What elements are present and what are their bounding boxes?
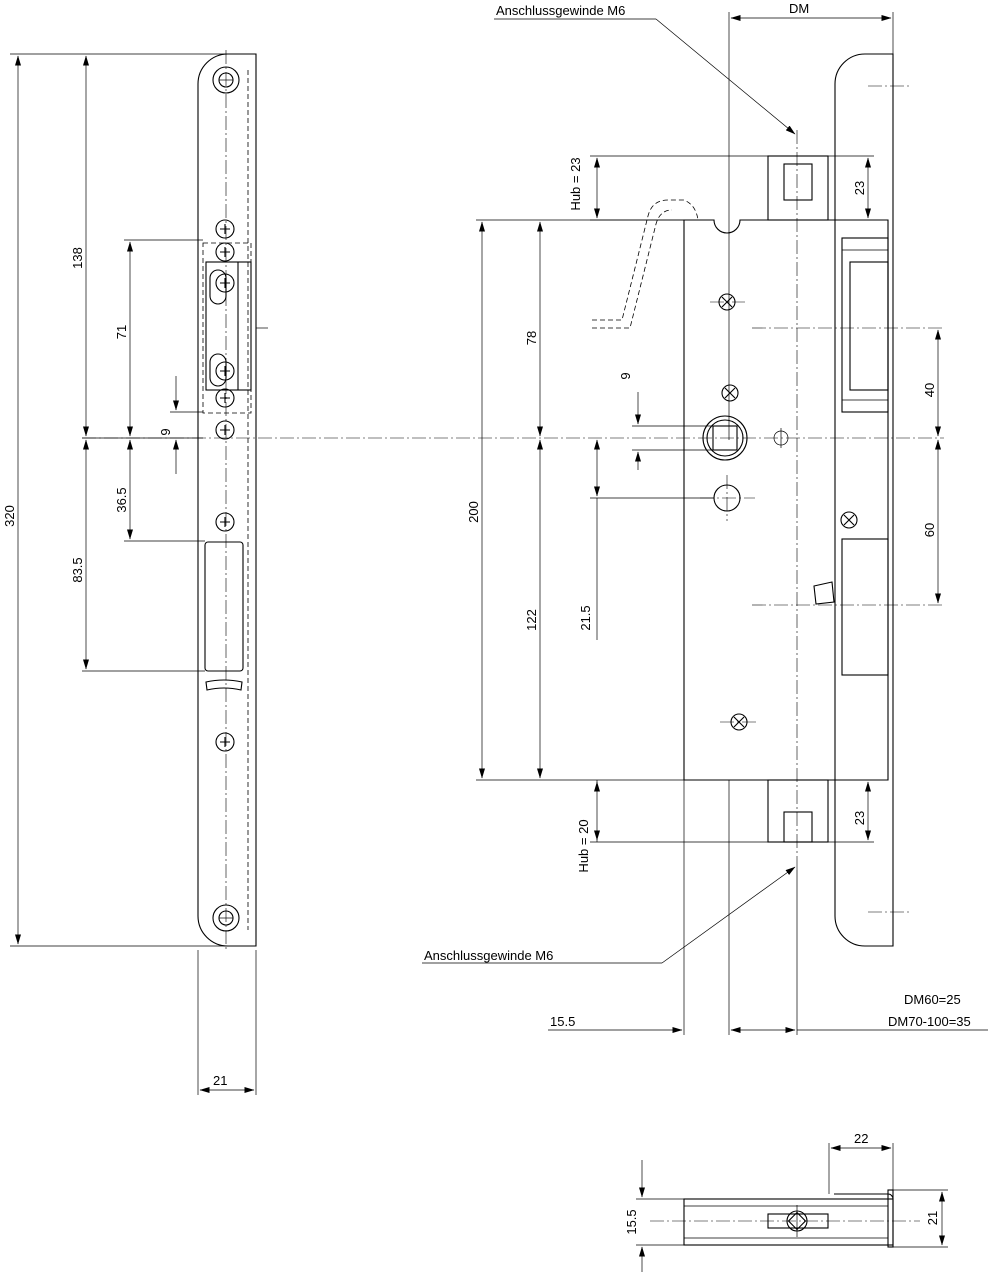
dim-60: 60 (922, 523, 937, 537)
screw-icon (215, 361, 235, 381)
thread-label-bottom: Anschlussgewinde M6 (424, 948, 553, 963)
screw-icon (215, 512, 235, 532)
screw-icon (215, 273, 235, 293)
dim-36-5: 36.5 (114, 487, 129, 512)
right-dimensions (422, 12, 988, 1035)
faceplate-front-view (197, 50, 268, 950)
case-screw-icon (710, 293, 745, 311)
dim-9-left: 9 (158, 428, 173, 435)
dim-21-width: 21 (213, 1073, 227, 1088)
dim-78: 78 (524, 331, 539, 345)
dim-71: 71 (114, 325, 129, 339)
dim-9-mid: 9 (618, 372, 633, 379)
dm70-label: DM70-100=35 (888, 1014, 971, 1029)
dim-23-bottom: 23 (852, 811, 867, 825)
dim-200: 200 (466, 501, 481, 523)
screw-icon (215, 242, 235, 262)
lock-body-side-view (592, 53, 944, 947)
left-dimensions (10, 53, 257, 1095)
dim-21-5: 21.5 (578, 605, 593, 630)
lock-top-view (650, 1189, 920, 1248)
screw-icon (215, 388, 235, 408)
dim-40: 40 (922, 383, 937, 397)
dm60-label: DM60=25 (904, 992, 961, 1007)
case-screw-icon (721, 384, 739, 402)
screw-icon (215, 219, 235, 239)
dim-320: 320 (2, 505, 17, 527)
case-screw-icon (840, 511, 858, 529)
thread-label-top: Anschlussgewinde M6 (496, 3, 625, 18)
dim-hub-23: Hub = 23 (568, 157, 583, 210)
dim-23-top: 23 (852, 181, 867, 195)
dim-83-5: 83.5 (70, 557, 85, 582)
top-view-dimensions (636, 1143, 948, 1272)
dm-label: DM (789, 1, 809, 16)
dim-138: 138 (70, 247, 85, 269)
dim-15-5: 15.5 (550, 1014, 575, 1029)
case-screw-icon (720, 713, 756, 731)
dim-hub-20: Hub = 20 (576, 819, 591, 872)
dim-122: 122 (524, 609, 539, 631)
dim-15-5-bottom: 15.5 (624, 1209, 639, 1234)
dim-22: 22 (854, 1131, 868, 1146)
screw-icon (215, 732, 235, 752)
drawing-text: Anschlussgewinde M6 DM Anschlussgewinde … (2, 1, 971, 1235)
dim-21-bottom: 21 (925, 1211, 940, 1225)
screw-icon (215, 420, 235, 440)
